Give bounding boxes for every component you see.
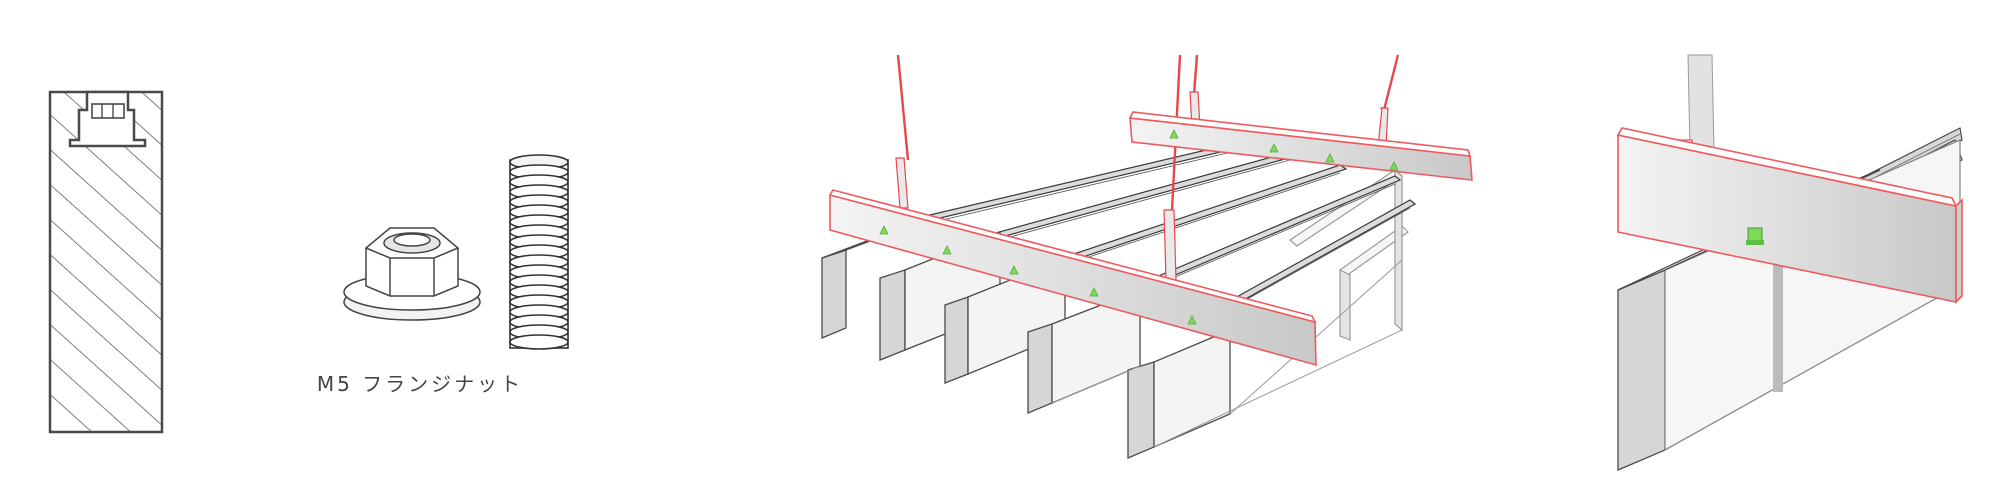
connection-detail-diagram	[1616, 54, 1963, 471]
ceiling-assembly-diagram	[821, 54, 1473, 459]
threaded-stud-drawing	[509, 154, 569, 350]
fastener-caption: M5 フランジナット	[316, 372, 524, 396]
cross-section-diagram	[48, 90, 164, 434]
flange-nut-drawing	[343, 227, 481, 321]
